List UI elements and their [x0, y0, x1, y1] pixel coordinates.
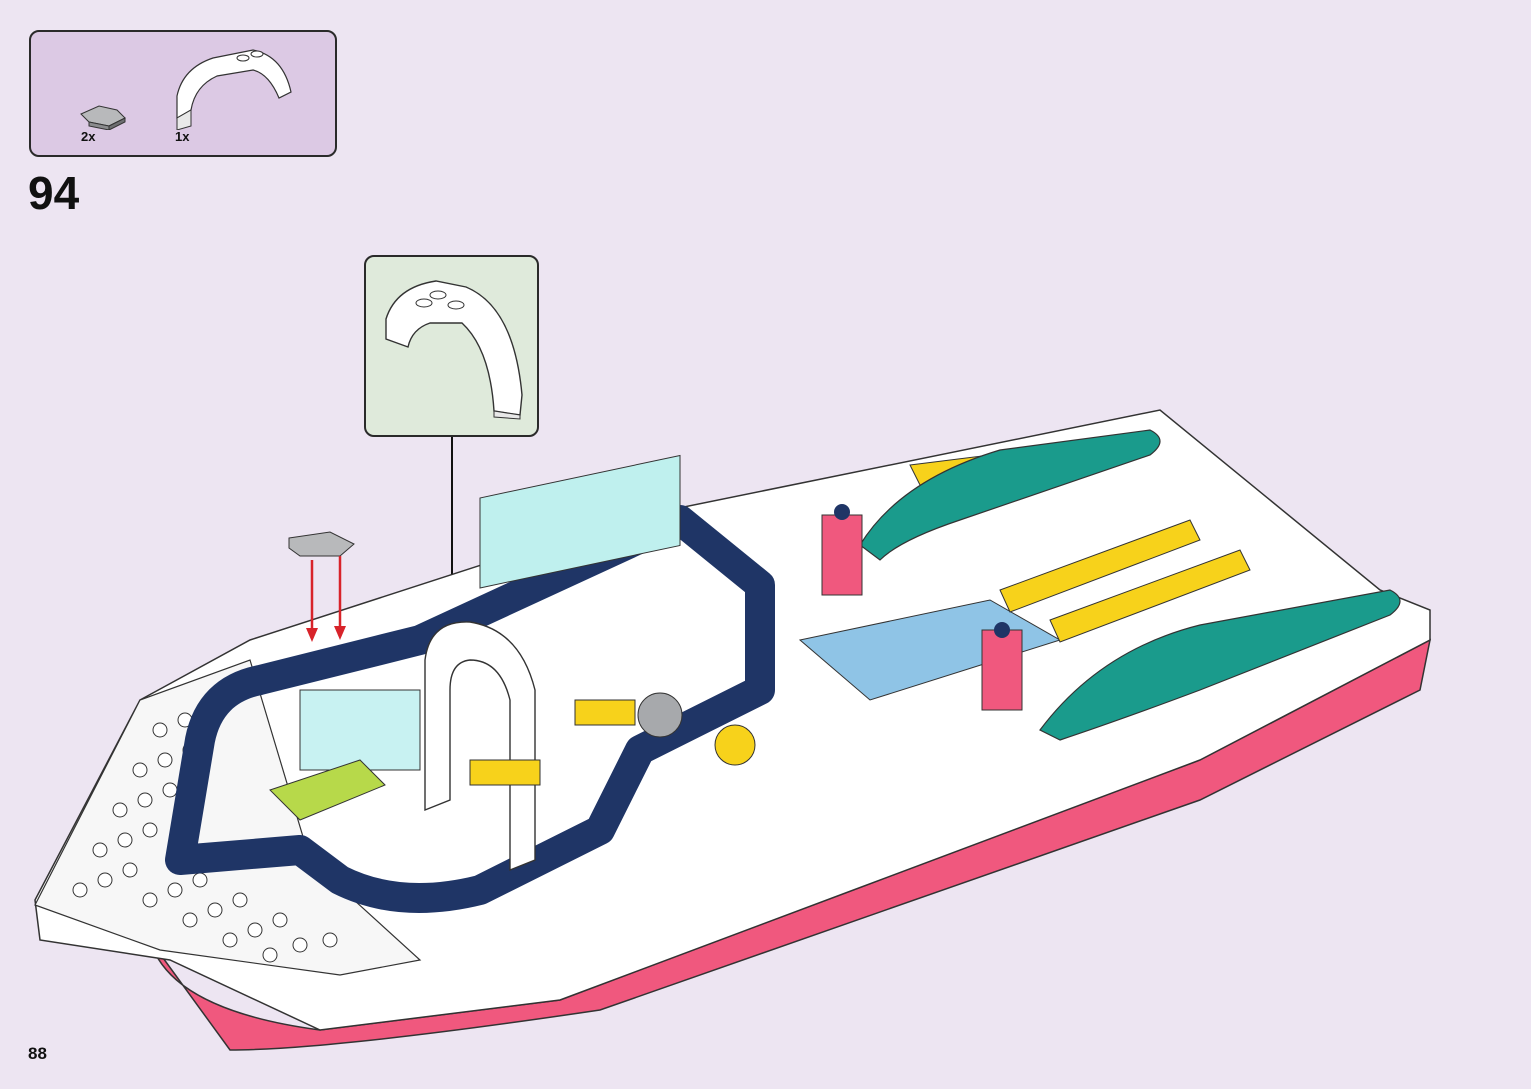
part-quantity-1: 2x	[81, 129, 96, 144]
arch-piece-icon	[385, 280, 523, 420]
part-quantity-2: 1x	[175, 129, 190, 144]
parts-list-box: 2x 1x	[29, 30, 337, 157]
page-number: 88	[28, 1044, 47, 1063]
curved-tile-part-icon	[79, 102, 129, 130]
arch-part-icon	[173, 46, 293, 130]
sub-assembly-callout	[364, 255, 539, 437]
step-number: 94	[28, 167, 80, 219]
